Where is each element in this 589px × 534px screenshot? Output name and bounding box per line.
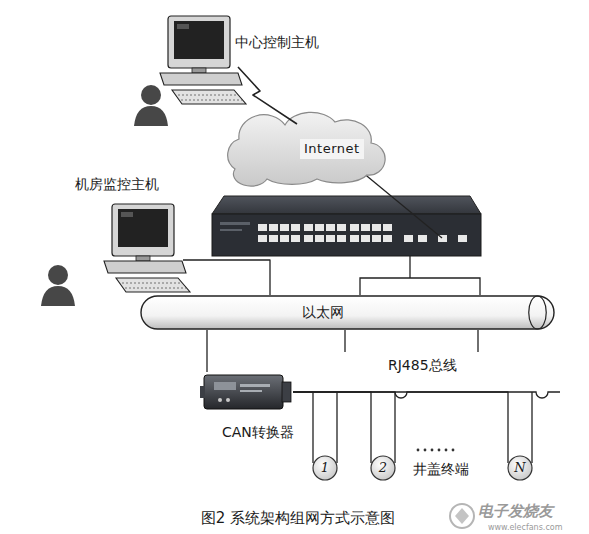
- callout-number: 1: [312, 455, 338, 481]
- wire-connector: [293, 392, 508, 463]
- group-label: 井盖终端: [413, 461, 469, 477]
- terminal-circle: 2: [370, 455, 396, 481]
- device-label: CAN转换器: [222, 424, 294, 440]
- can-converter: CAN转换器: [200, 372, 293, 412]
- figure-caption: 图2 系统架构组网方式示意图: [128, 510, 468, 526]
- wireless-link: [238, 67, 297, 124]
- callout-number: 2: [370, 455, 396, 481]
- callout-number: N: [507, 455, 533, 481]
- wire-connector: [183, 260, 270, 295]
- host-label: 中心控制主机: [235, 34, 319, 50]
- ethernet-band: 以太网: [140, 295, 555, 330]
- terminal-circle: 1: [312, 455, 338, 481]
- cloud-label: Internet: [300, 139, 364, 159]
- internet-cloud: Internet: [215, 113, 385, 185]
- watermark: www.elecfans.com: [488, 523, 563, 532]
- watermark: 电子发烧友: [478, 503, 553, 519]
- bus-label: RJ485总线: [388, 357, 457, 373]
- watermark-logo: [450, 504, 474, 528]
- ellipsis-dots: [417, 449, 455, 452]
- band-label: 以太网: [302, 304, 344, 320]
- pipe-shape: [140, 295, 555, 330]
- host-label: 机房监控主机: [75, 176, 159, 192]
- wire-connector: [293, 392, 371, 463]
- terminal-circle: N: [507, 455, 533, 481]
- network-switch: [212, 196, 481, 256]
- host-computer: 中心控制主机: [130, 12, 240, 127]
- wire-connector: [206, 330, 207, 372]
- pc0-shape: [130, 12, 240, 127]
- wire-connector: [293, 392, 313, 463]
- can-shape: [200, 372, 293, 412]
